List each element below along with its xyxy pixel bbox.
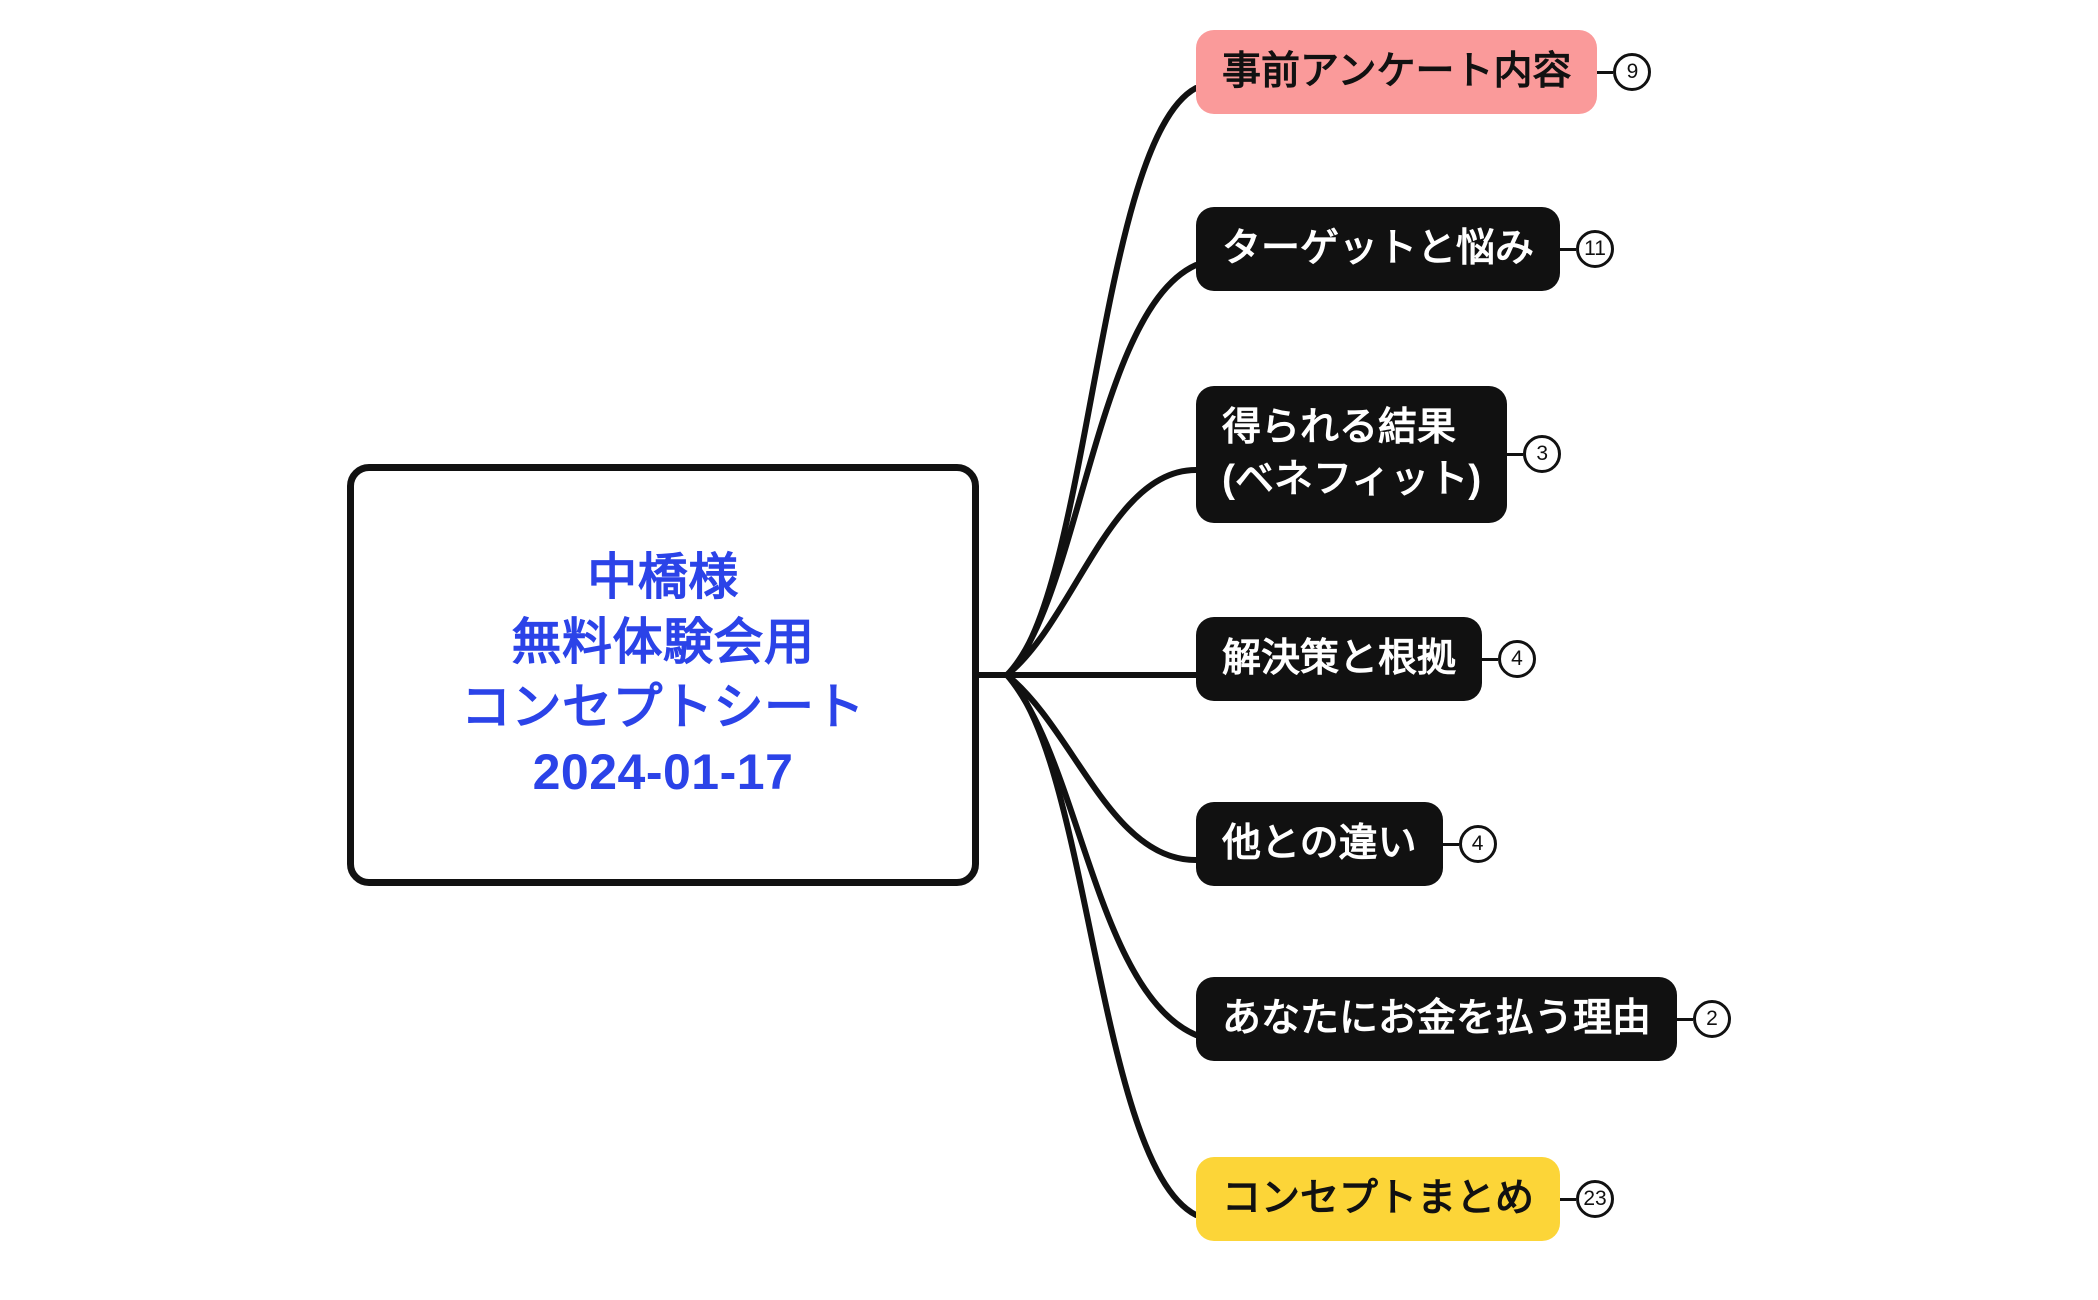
root-title-line-2: 無料体験会用: [511, 614, 815, 670]
branch-label-reason-to-pay: あなたにお金を払う理由: [1222, 997, 1652, 1040]
branch-badge-differentiation: 4: [1458, 825, 1497, 864]
branch-box-benefits[interactable]: 得られる結果 (ベネフィット): [1196, 386, 1508, 523]
branch-box-concept-summary[interactable]: コンセプトまとめ: [1196, 1157, 1561, 1242]
badge-connector-icon: [1560, 247, 1577, 251]
branch-box-solution-evidence[interactable]: 解決策と根拠: [1196, 617, 1483, 702]
branch-node-reason-to-pay[interactable]: あなたにお金を払う理由 2: [1196, 977, 1732, 1062]
branch-label-concept-summary: コンセプトまとめ: [1222, 1177, 1535, 1220]
edge-to-branch-1: [1004, 262, 1199, 678]
root-title-line-3: コンセプトシート: [461, 679, 865, 735]
root-title-line-1: 中橋様: [587, 549, 739, 605]
edge-to-branch-4: [1004, 672, 1199, 863]
branch-label-differentiation: 他との違い: [1222, 822, 1417, 865]
root-node[interactable]: 中橋様 無料体験会用 コンセプトシート 2024-01-17: [347, 464, 979, 886]
branch-node-differentiation[interactable]: 他との違い 4: [1196, 802, 1497, 887]
branch-badge-pre-survey: 9: [1613, 53, 1652, 92]
branch-label-target-pain: ターゲットと悩み: [1222, 227, 1535, 270]
badge-connector-icon: [1560, 1197, 1577, 1201]
branch-badge-concept-summary: 23: [1576, 1180, 1615, 1219]
edge-to-branch-6: [1004, 672, 1199, 1218]
edge-to-branch-0: [1004, 85, 1199, 678]
badge-connector-icon: [1442, 842, 1459, 846]
badge-connector-icon: [1482, 657, 1499, 661]
branch-label-pre-survey: 事前アンケート内容: [1222, 50, 1572, 93]
branch-badge-benefits: 3: [1523, 435, 1562, 474]
branch-node-benefits[interactable]: 得られる結果 (ベネフィット) 3: [1196, 386, 1562, 523]
branch-label-benefits-line-2: (ベネフィット): [1222, 458, 1482, 502]
branch-node-solution-evidence[interactable]: 解決策と根拠 4: [1196, 617, 1537, 702]
badge-connector-icon: [1677, 1017, 1694, 1021]
badge-connector-icon: [1507, 452, 1524, 456]
edge-to-branch-2: [1004, 467, 1199, 678]
branch-node-pre-survey[interactable]: 事前アンケート内容 9: [1196, 30, 1652, 115]
branch-label-solution-evidence: 解決策と根拠: [1222, 637, 1457, 680]
root-date-line: 2024-01-17: [532, 744, 794, 800]
branch-box-target-pain[interactable]: ターゲットと悩み: [1196, 207, 1561, 292]
branch-badge-solution-evidence: 4: [1498, 640, 1537, 679]
branch-badge-target-pain: 11: [1576, 230, 1615, 269]
edge-to-branch-5: [1004, 672, 1199, 1038]
badge-connector-icon: [1597, 70, 1614, 74]
branch-box-differentiation[interactable]: 他との違い: [1196, 802, 1443, 887]
branch-box-reason-to-pay[interactable]: あなたにお金を払う理由: [1196, 977, 1678, 1062]
branch-label-benefits-line-1: 得られる結果: [1222, 406, 1457, 449]
branch-badge-reason-to-pay: 2: [1693, 1000, 1732, 1039]
branch-node-target-pain[interactable]: ターゲットと悩み 11: [1196, 207, 1615, 292]
branch-node-concept-summary[interactable]: コンセプトまとめ 23: [1196, 1157, 1615, 1242]
branch-box-pre-survey[interactable]: 事前アンケート内容: [1196, 30, 1598, 115]
